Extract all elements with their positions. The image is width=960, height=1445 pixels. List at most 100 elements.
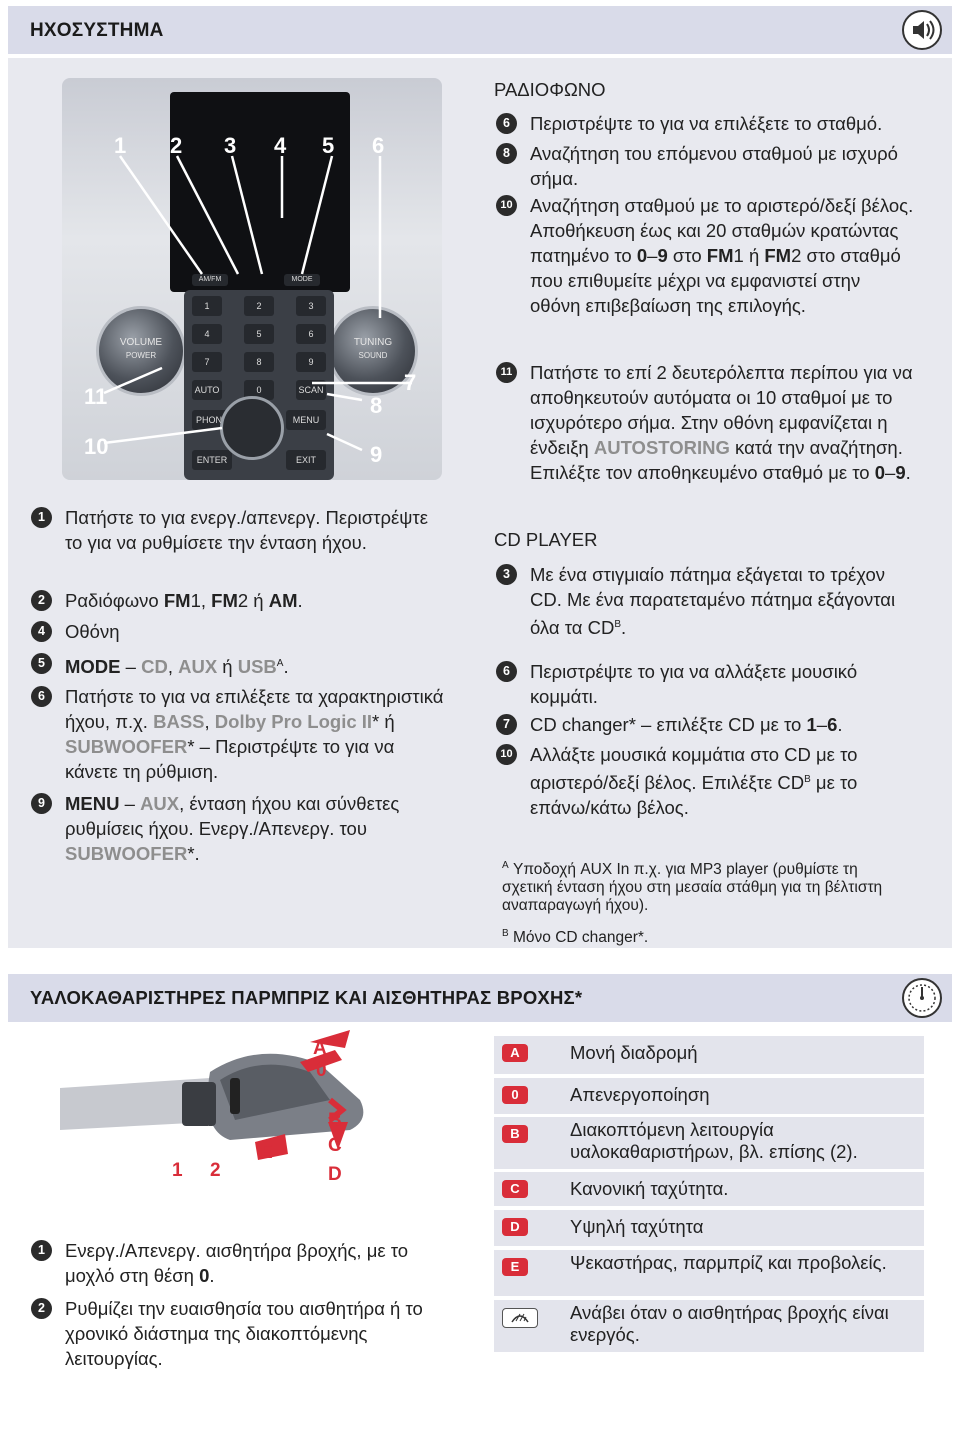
text-run: 0 <box>874 462 886 483</box>
callout-7: 7 <box>404 370 417 395</box>
text-run: Dolby Pro Logic II <box>214 711 373 732</box>
row-description: Υψηλή ταχύτητα <box>570 1216 704 1237</box>
lever-callout-e: E <box>260 1142 273 1163</box>
speaker-icon <box>902 10 942 50</box>
key-exit: EXIT <box>286 450 326 470</box>
text-run: 2 στο σταθμό που επιθυμείτε μέχρι να εμφ… <box>530 245 901 316</box>
callout-6: 6 <box>372 133 385 158</box>
text-run: SUBWOOFER <box>65 736 188 757</box>
item-number-badge: 2 <box>31 590 52 611</box>
position-code-badge: E <box>502 1258 528 1276</box>
row-description: Διακοπτόμενη λειτουργία υαλοκαθαριστήρων… <box>570 1119 858 1162</box>
text-run: Αλλάξτε μουσικά κομμάτια στο CD με το αρ… <box>530 744 858 794</box>
text-run: , <box>167 656 179 678</box>
callout-9: 9 <box>370 442 383 467</box>
callout-8: 8 <box>370 393 383 418</box>
key-8: 8 <box>244 352 274 372</box>
section-header-audio: ΗΧΟΣΥΣΤΗΜΑ <box>8 6 952 54</box>
text-run: 9 <box>895 462 906 483</box>
text-run: Οθόνη <box>65 621 120 642</box>
callout-2: 2 <box>170 133 183 158</box>
footnote-text-b: Μόνο CD changer*. <box>512 929 649 947</box>
item-text: Ενεργ./Απενεργ. αισθητήρα βροχής, με το … <box>65 1238 460 1288</box>
text-run: . <box>621 617 627 639</box>
row-description: Ανάβει όταν ο αισθητήρας βροχής είναι εν… <box>570 1302 889 1345</box>
text-run: στο <box>667 245 707 266</box>
text-run: 0 <box>199 1265 210 1286</box>
item-text: Πατήστε το για να επιλέξετε τα χαρακτηρι… <box>65 684 450 784</box>
text-run: . <box>297 590 303 611</box>
text-run: Πατήστε το επί 2 δευτερόλεπτα περίπου γι… <box>530 362 913 458</box>
key-4: 4 <box>192 324 222 344</box>
key-enter: ENTER <box>192 450 232 470</box>
position-code-badge: B <box>502 1125 528 1143</box>
position-code-badge: C <box>502 1180 528 1198</box>
display-screen <box>170 92 350 292</box>
callout-5: 5 <box>322 133 335 158</box>
text-run: . <box>283 656 289 678</box>
text-run: 6 <box>827 714 838 735</box>
text-run: 1 ή <box>733 245 765 266</box>
key-3: 3 <box>296 296 326 316</box>
key-amfm: AM/FM <box>192 274 228 286</box>
rain-sensor-icon <box>502 1308 538 1328</box>
lever-callout-d: D <box>328 1164 342 1185</box>
text-run: με το επάνω/κάτω βέλος. <box>530 772 858 819</box>
table-row: D Υψηλή ταχύτητα <box>494 1210 924 1246</box>
footnote-text-a: Υποδοχή AUX In π.χ. για MP3 player (ρυθμ… <box>502 861 883 915</box>
table-row: Ανάβει όταν ο αισθητήρας βροχής είναι εν… <box>494 1300 924 1352</box>
item-number-badge: 8 <box>496 143 517 164</box>
item-text: Περιστρέψτε το για να αλλάξετε μουσικό κ… <box>530 659 915 709</box>
lever-callout-1: 1 <box>172 1160 183 1181</box>
lever-drawing <box>60 1030 364 1160</box>
text-run: FM <box>211 590 238 611</box>
key-9: 9 <box>296 352 326 372</box>
item-text: Με ένα στιγμιαίο πάτημα εξάγεται το τρέχ… <box>530 562 915 640</box>
key-menu: MENU <box>286 410 326 430</box>
row-description: Απενεργοποίηση <box>570 1084 710 1105</box>
item-text: MODE – CD, AUX ή USBA. <box>65 651 450 679</box>
position-code-badge: D <box>502 1218 528 1236</box>
text-run: ή <box>217 656 238 678</box>
radio-heading: ΡΑΔΙΟΦΩΝΟ <box>494 79 606 100</box>
text-run: – <box>647 245 658 266</box>
key-5: 5 <box>244 324 274 344</box>
footnote-mark-a: A <box>502 860 509 871</box>
text-run: AUTOSTORING <box>593 437 730 458</box>
text-run: 9 <box>657 245 668 266</box>
tuning-label: TUNING <box>353 337 393 348</box>
text-run: *. <box>187 843 200 864</box>
lever-callout-b: B <box>328 1110 342 1131</box>
item-text: Ραδιόφωνο FM1, FM2 ή AM. <box>65 588 450 613</box>
text-run: 0 <box>636 245 648 266</box>
item-number-badge: 6 <box>496 113 517 134</box>
text-run: BASS <box>153 711 205 732</box>
section-header-wipers: ΥΑΛΟΚΑΘΑΡΙΣΤΗΡΕΣ ΠΑΡΜΠΡΙΖ ΚΑΙ ΑΙΣΘΗΤΗΡΑΣ… <box>8 974 952 1022</box>
item-number-badge: 5 <box>31 653 52 674</box>
item-number-badge: 11 <box>496 362 517 383</box>
text-run: USB <box>237 656 277 678</box>
text-run: AUX <box>140 793 180 814</box>
item-text: Αλλάξτε μουσικά κομμάτια στο CD με το αρ… <box>530 742 915 820</box>
item-text: Ρυθμίζει την ευαισθησία του αισθητήρα ή … <box>65 1296 460 1371</box>
item-text: Περιστρέψτε το για να επιλέξετε το σταθμ… <box>530 111 915 136</box>
audio-console-illustration: VOLUME POWER TUNING SOUND 1 2 3 4 5 6 7 … <box>62 78 442 480</box>
text-run: * ή <box>372 711 395 732</box>
volume-label: VOLUME <box>119 337 163 348</box>
text-run: . <box>209 1265 215 1286</box>
lever-callout-0: 0 <box>316 1060 327 1081</box>
table-row: B Διακοπτόμενη λειτουργία υαλοκαθαριστήρω… <box>494 1117 924 1169</box>
text-run: CD <box>141 656 168 678</box>
key-6: 6 <box>296 324 326 344</box>
key-1: 1 <box>192 296 222 316</box>
text-run: AUX <box>178 656 218 678</box>
text-run: CD changer* – επιλέξτε CD με το <box>530 714 807 735</box>
lever-callout-a: A <box>313 1038 327 1059</box>
text-run: . <box>905 462 911 483</box>
callout-lines <box>103 155 412 452</box>
callout-11: 11 <box>84 384 108 409</box>
lever-callout-2: 2 <box>210 1160 221 1181</box>
item-text: CD changer* – επιλέξτε CD με το 1–6. <box>530 712 915 737</box>
